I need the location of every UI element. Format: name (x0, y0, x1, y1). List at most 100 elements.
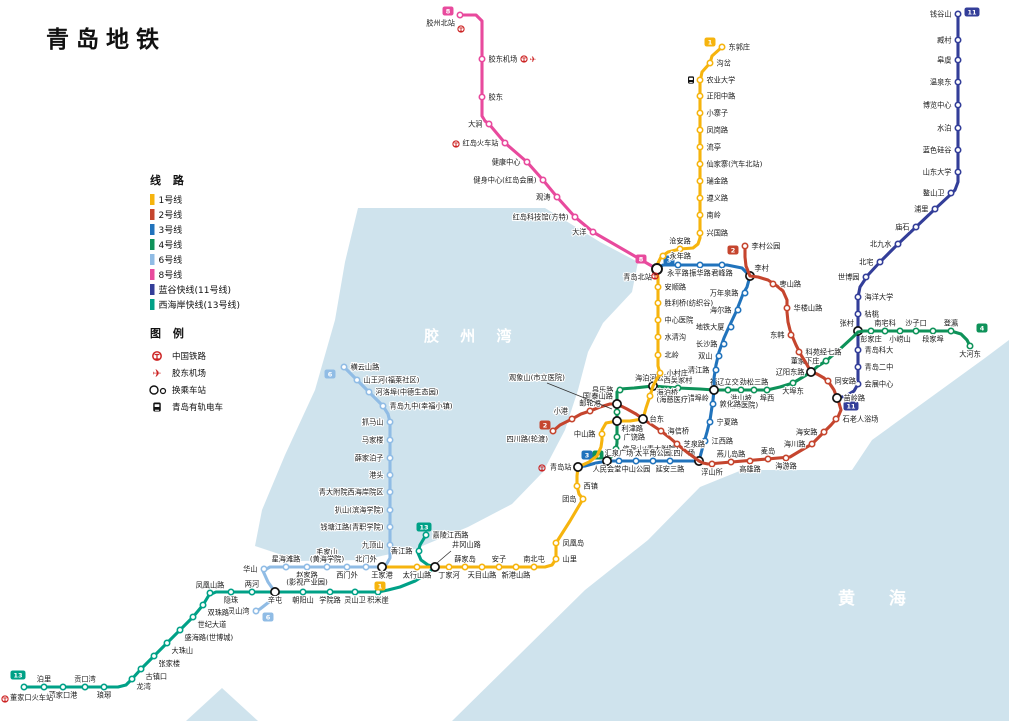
rail-icon (457, 25, 465, 33)
station-label: 洪山坡(妇儿医院) (724, 394, 759, 410)
station-dot (708, 460, 716, 468)
station-dot (579, 495, 587, 503)
line-6-badge (262, 612, 274, 622)
station-dot (854, 380, 862, 388)
tram-icon (688, 76, 694, 84)
station-dot (696, 229, 704, 237)
station-label: 正阳中路 (707, 92, 736, 101)
station-label: 南北屯 (523, 555, 545, 564)
rail-icon (152, 351, 162, 361)
station-label: 西吴家村 (664, 376, 693, 385)
station-label: 青岛北站 (623, 273, 652, 282)
station-label: 江西路 (712, 437, 734, 446)
station-label: 彭家庄 (860, 335, 882, 344)
station-label: 健康中心 (492, 158, 521, 167)
station-dot (666, 457, 674, 465)
station-label: 海信桥 (668, 427, 690, 436)
station-label: 仙家寨(汽车北站) (707, 160, 763, 169)
station-label: 华山 (243, 565, 257, 574)
station-label: 钱塘江路(青职学院) (320, 523, 383, 532)
station-label: 小寨子 (707, 109, 729, 118)
station-dot (386, 488, 394, 496)
station-dot (20, 683, 28, 691)
plane-icon (529, 54, 537, 64)
station-dot (954, 78, 962, 86)
station-dot (696, 109, 704, 117)
line-badge-number: 13 (13, 672, 22, 680)
station-dot (656, 369, 664, 377)
station-label: 盛海路(世博城) (185, 633, 234, 642)
station-label: 胜利桥(纺织谷) (665, 299, 714, 308)
station-label: 隐珠 (224, 596, 239, 605)
station-dot (549, 427, 557, 435)
station-label: 地铁大厦 (696, 323, 725, 332)
station-label: 南宅科 (874, 319, 896, 328)
station-dot (227, 588, 235, 596)
station-label: 遵义路 (707, 194, 729, 203)
legend-symbol-label: 换乘车站 (172, 385, 207, 396)
station-label: 国际邮轮港 (579, 391, 601, 407)
station-label: 鳌山卫 (923, 189, 945, 198)
line-4: 信号山(青大附院)广饶路昌乐路海泊河公园西吴家村福辽立交桥洪山坡(妇儿医院)劲松… (591, 317, 988, 463)
station-dot (100, 683, 108, 691)
station-label: 东郭庄 (729, 43, 751, 52)
station-dot (696, 211, 704, 219)
station-label: 李村公园 (752, 242, 781, 251)
station-label: 四川路(轮渡) (506, 435, 548, 444)
station-label: 海安路 (796, 428, 818, 437)
station-label: 河洛埠(中德生态园) (376, 388, 439, 397)
station-label: 泰山路 (591, 392, 613, 401)
station-dot (954, 146, 962, 154)
station-dot (445, 563, 453, 571)
station-dot (386, 471, 394, 479)
station-dot (929, 327, 937, 335)
station-dot (163, 639, 171, 647)
line-3-track (576, 263, 752, 469)
station-dot (696, 92, 704, 100)
station-dot (947, 327, 955, 335)
station-dot (741, 289, 749, 297)
station-label: 浮山所 (701, 468, 723, 477)
station-label: 安子 (492, 555, 506, 564)
line-8-badge (442, 6, 454, 16)
station-label: 凤岗路 (707, 126, 729, 135)
legend-line-label: 6号线 (159, 254, 183, 266)
station-dot (881, 327, 889, 335)
station-label: 埠西 (760, 394, 774, 403)
station-label: 海游路 (775, 462, 797, 471)
transfer-station-dot (377, 562, 387, 572)
station-label: 红岛科技馆(方特) (513, 213, 569, 222)
station-dot (727, 323, 735, 331)
station-dot (718, 43, 726, 51)
station-label: 人民会堂 (593, 465, 622, 474)
station-label: 学院路 (319, 596, 341, 605)
sea-label: 黄 海 (838, 588, 920, 609)
station-label: 枯桃 (865, 310, 879, 319)
line-2-track (551, 244, 843, 466)
line-11: 钱谷山臧村皋虞温泉东博览中心水泊蓝色硅谷山东大学鳌山卫浦里庙石北九水北宅世博园海… (835, 7, 980, 411)
station-label: 龙湾 (137, 682, 151, 691)
station-dot (612, 445, 620, 453)
station-label: 流亭 (707, 143, 721, 152)
station-label: 积米崖 (367, 596, 389, 605)
station-label: 北岭 (665, 351, 679, 360)
station-dot (746, 457, 754, 465)
station-dot (954, 168, 962, 176)
station-dot (299, 588, 307, 596)
station-label: 劲松三路 (740, 378, 769, 387)
transfer-station-dot (638, 414, 648, 424)
station-label: 中山路 (574, 430, 596, 439)
station-label: 昌乐路 (592, 386, 614, 395)
station-dot (303, 563, 311, 571)
station-dot (415, 547, 423, 555)
station-label: 农业大学 (707, 76, 736, 85)
station-dot (912, 223, 920, 231)
station-dot (81, 683, 89, 691)
station-dot (737, 386, 745, 394)
station-label: 马家楼 (362, 436, 384, 445)
station-dot (696, 126, 704, 134)
station-dot (764, 455, 772, 463)
station-label: 凤凰岛 (563, 539, 585, 548)
station-label: 宁夏路 (717, 418, 739, 427)
